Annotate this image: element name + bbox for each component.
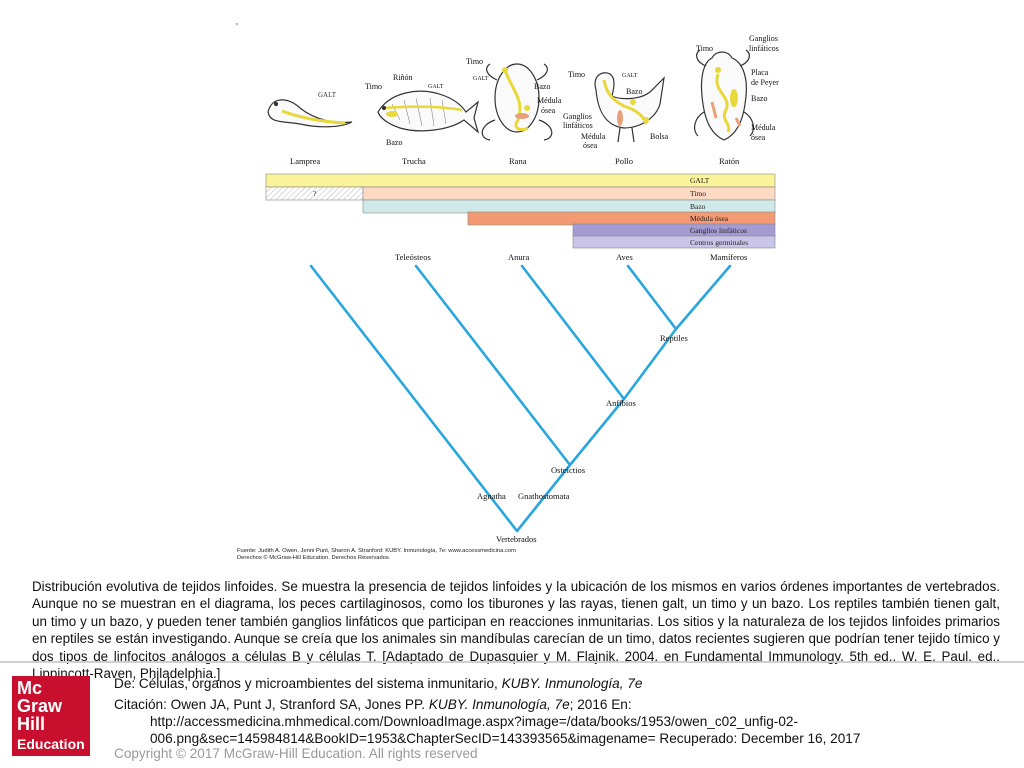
branch-mamiferos (674, 264, 732, 331)
tissue-bar-bazo (362, 199, 776, 214)
pollo-label-linfaticos: linfáticos (563, 121, 593, 130)
pollo-illustration (594, 72, 665, 143)
rana-label-bazo: Bazo (534, 82, 550, 91)
mcgraw-hill-logo: Mc Graw Hill Education (12, 676, 90, 756)
tissue-label-ganglios: Ganglios linfáticos (690, 226, 747, 235)
citation-url-line2: 006.png&sec=145984814&BookID=1953&Chapte… (150, 731, 861, 746)
organism-name-rana: Rana (509, 156, 527, 166)
rana-label-medula: Médula (537, 96, 562, 105)
lymphoid-evolution-figure: ' GALT Timo Riñón GALT Bazo Timo GALT Ba… (236, 22, 779, 561)
pollo-label-bazo: Bazo (626, 87, 642, 96)
tree-label-teleosteos: Teleósteos (395, 252, 431, 262)
trucha-label-rinon: Riñón (393, 73, 413, 82)
pollo-label-timo: Timo (568, 70, 585, 79)
tree-label-agnatha: Agnatha (477, 491, 506, 501)
tissue-label-galt: GALT (690, 176, 710, 185)
logo-line-graw: Graw (17, 696, 63, 716)
citation-title: KUBY. Inmunología, 7e (428, 697, 570, 712)
logo-line-education: Education (17, 736, 85, 752)
tree-label-osteictios: Osteictios (551, 465, 585, 475)
branch-agnatha (309, 264, 519, 533)
organism-name-trucha: Trucha (402, 156, 426, 166)
lamprea-label-galt: GALT (318, 91, 337, 99)
logo-line-mc: Mc (17, 678, 43, 698)
rana-label-timo: Timo (466, 57, 483, 66)
tissue-bar-timo (362, 186, 776, 201)
phylogenetic-tree (309, 264, 732, 533)
citation-from-prefix: De: Células, órganos y microambientes de… (114, 676, 502, 691)
raton-label-peyer: de Peyer (751, 78, 779, 87)
tissue-label-centros: Centros germinales (690, 238, 748, 247)
logo-line-hill: Hill (17, 714, 46, 734)
raton-label-medula: Médula (751, 123, 776, 132)
pollo-label-galt: GALT (622, 73, 638, 79)
citation-from: De: Células, órganos y microambientes de… (114, 675, 642, 692)
trucha-illustration (377, 90, 480, 134)
citation-line: Citación: Owen JA, Punt J, Stranford SA,… (114, 696, 632, 713)
raton-label-linfaticos: linfáticos (749, 44, 779, 53)
tissue-bar-medula (467, 211, 776, 226)
figure-caption: Distribución evolutiva de tejidos linfoi… (32, 579, 1000, 682)
branch-anura (520, 264, 626, 401)
raton-label-placa: Placa (751, 68, 769, 77)
trucha-label-galt: GALT (428, 84, 444, 90)
branch-reptiles (622, 327, 678, 401)
trucha-label-bazo: Bazo (386, 138, 402, 147)
branch-teleosteos (414, 264, 572, 467)
citation-suffix: ; 2016 En: (569, 697, 632, 712)
stray-mark: ' (236, 22, 238, 33)
pollo-label-ganglios: Ganglios (563, 112, 592, 121)
trucha-label-timo: Timo (365, 82, 382, 91)
pollo-label-osea: ósea (583, 141, 598, 150)
pollo-label-bolsa: Bolsa (650, 132, 669, 141)
tissue-bars: GALT ? Timo Bazo Médula ósea Ganglios li… (265, 173, 776, 249)
figure-source-line2: Derechos © McGraw-Hill Education. Derech… (237, 554, 391, 561)
tissue-label-medula: Médula ósea (690, 214, 729, 223)
rana-label-osea: ósea (541, 106, 556, 115)
figure-source-line1: Fuente: Judith A. Owen, Jenni Punt, Shar… (237, 548, 516, 554)
tissue-label-timo: Timo (690, 189, 706, 198)
tissue-bar-centros (572, 235, 776, 249)
rana-label-galt: GALT (473, 76, 489, 82)
raton-illustration (694, 49, 754, 141)
tree-label-vertebrados: Vertebrados (496, 534, 537, 544)
unknown-marker: ? (313, 189, 317, 198)
citation-prefix: Citación: Owen JA, Punt J, Stranford SA,… (114, 697, 429, 712)
branch-osteictios (515, 463, 572, 533)
raton-label-osea: ósea (751, 133, 766, 142)
lamprea-illustration (267, 99, 353, 128)
pollo-label-medula: Médula (581, 132, 606, 141)
branch-anfibios (568, 397, 626, 467)
tree-label-aves: Aves (616, 252, 633, 262)
raton-label-timo: Timo (696, 44, 713, 53)
tissue-label-bazo: Bazo (690, 202, 706, 211)
citation-from-title: KUBY. Inmunología, 7e (501, 676, 643, 691)
footer-divider (0, 661, 1024, 663)
branch-aves (626, 264, 678, 331)
organism-name-lamprea: Lamprea (290, 156, 320, 166)
organism-name-pollo: Pollo (615, 156, 633, 166)
organism-name-raton: Ratón (719, 156, 740, 166)
raton-label-ganglios: Ganglios (749, 34, 778, 43)
tree-label-mamiferos: Mamíferos (710, 252, 747, 262)
raton-label-bazo: Bazo (751, 94, 767, 103)
copyright-notice: Copyright © 2017 McGraw-Hill Education. … (114, 746, 478, 761)
tree-label-anura: Anura (508, 252, 529, 262)
rana-illustration (481, 63, 553, 141)
tree-label-reptiles: Reptiles (660, 333, 688, 343)
tree-label-gnathostomata: Gnathostomata (518, 491, 570, 501)
citation-url-line1: http://accessmedicina.mhmedical.com/Down… (150, 714, 798, 729)
tree-label-anfibios: Anfibios (606, 398, 636, 408)
